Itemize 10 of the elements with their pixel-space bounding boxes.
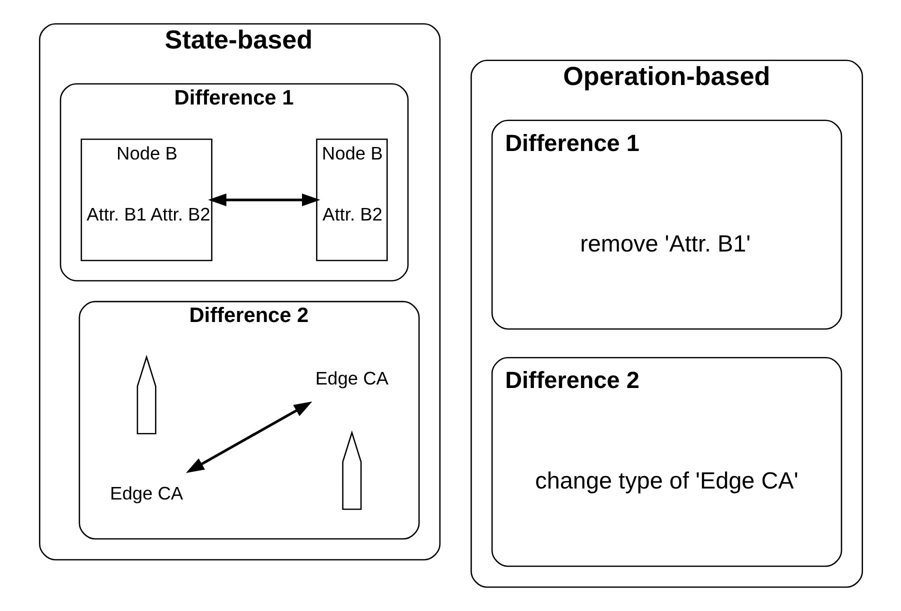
node-box: Difference 2 change type of 'Edge CA' xyxy=(490,357,842,567)
node-box: Difference 1 remove 'Attr. B1' xyxy=(490,120,842,330)
node-text: Edge CA xyxy=(110,482,183,504)
node-arrow xyxy=(342,430,362,510)
arrow xyxy=(185,402,312,473)
node-arrow xyxy=(136,354,156,434)
node-box: Node B Attr. B2 xyxy=(316,138,388,262)
arrow xyxy=(208,193,320,206)
node-box: Node B Attr. B1 Attr. B2 xyxy=(80,138,212,262)
node-text: Edge CA xyxy=(314,368,388,389)
